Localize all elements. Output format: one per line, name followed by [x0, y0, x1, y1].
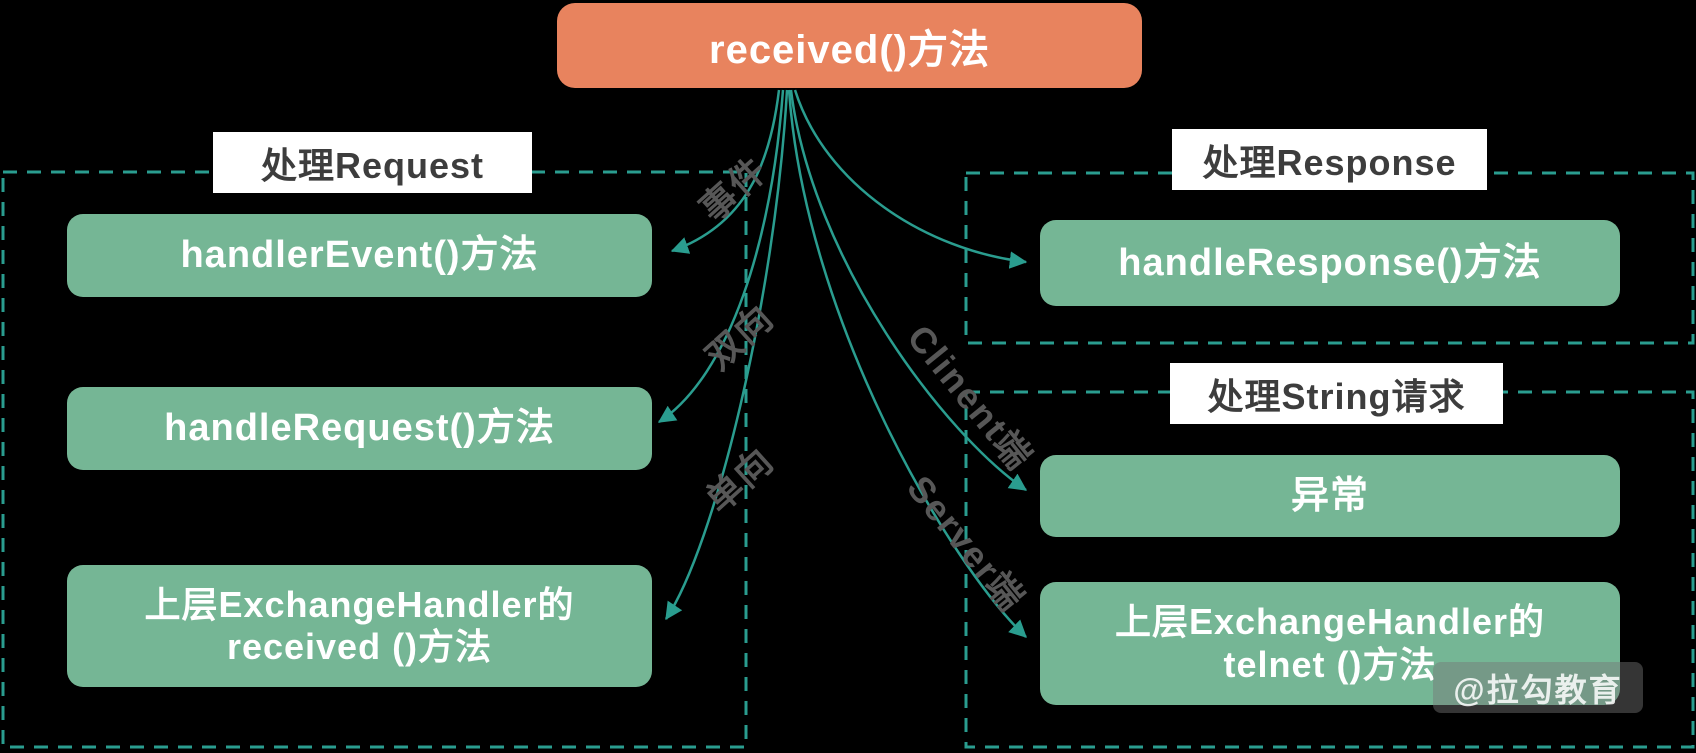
string-group-title: 处理String请求: [1170, 363, 1503, 424]
method-box-handle-response: handleResponse()方法: [1040, 220, 1620, 306]
method-label-line1: 上层ExchangeHandler的: [1114, 601, 1546, 643]
watermark-badge: @拉勾教育: [1433, 662, 1643, 713]
method-label-line1: 上层ExchangeHandler的: [144, 583, 575, 625]
method-label: handleRequest()方法: [164, 407, 555, 450]
method-box-upper-received: 上层ExchangeHandler的 received ()方法: [67, 565, 652, 687]
request-group-title: 处理Request: [213, 132, 532, 193]
method-box-exception: 异常: [1040, 455, 1620, 537]
response-group-title: 处理Response: [1172, 129, 1487, 190]
edge-to-received: [664, 89, 789, 621]
edge-to-telnet: [787, 89, 1027, 638]
method-box-handler-event: handlerEvent()方法: [67, 214, 652, 297]
method-label: 异常: [1290, 474, 1369, 517]
method-label: handleResponse()方法: [1118, 241, 1542, 284]
method-label-line2: received ()方法: [226, 626, 493, 667]
method-box-handle-request: handleRequest()方法: [67, 387, 652, 470]
edge-to-handle-request: [657, 89, 785, 424]
edge-to-exception: [789, 89, 1028, 492]
edge-to-handler-event: [670, 89, 781, 254]
root-method-box: received()方法: [557, 3, 1142, 88]
method-label: handlerEvent()方法: [180, 234, 539, 277]
edge-to-handle-response: [793, 89, 1028, 269]
method-label-line2: telnet ()方法: [1223, 643, 1437, 685]
method-box-upper-telnet: 上层ExchangeHandler的 telnet ()方法: [1040, 582, 1620, 705]
